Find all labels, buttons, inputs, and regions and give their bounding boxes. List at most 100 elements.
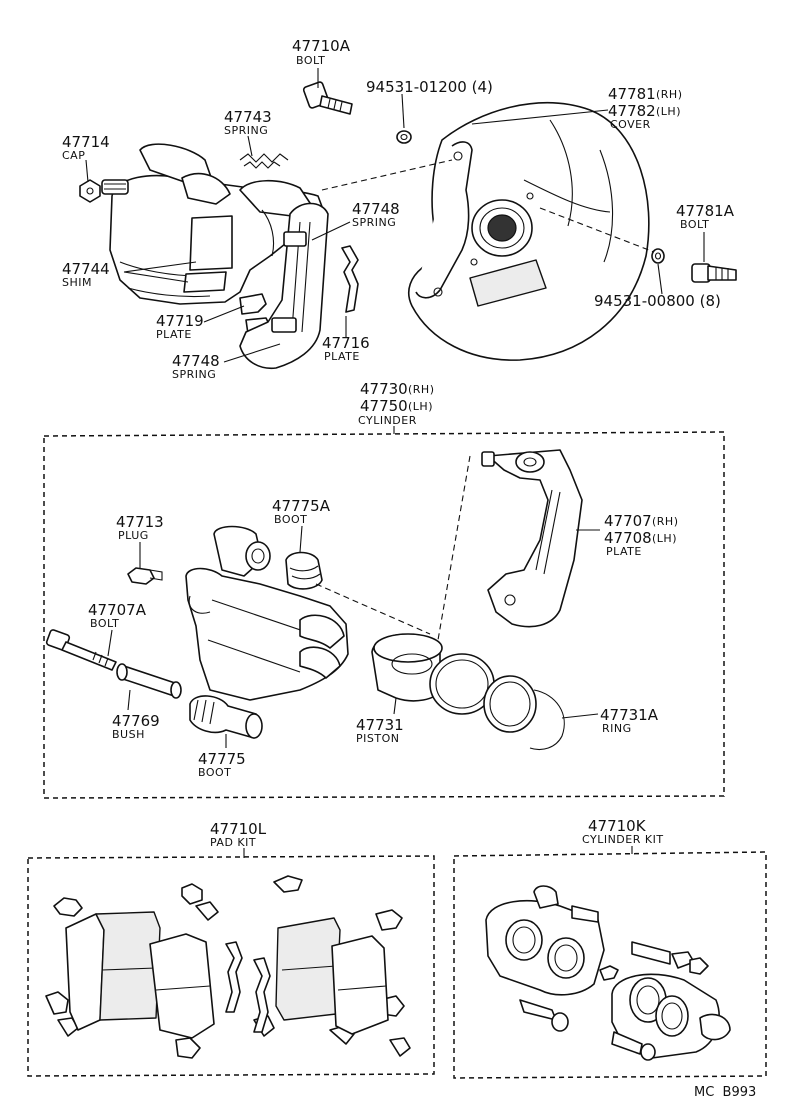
label-47775A: 47775A BOOT xyxy=(272,497,331,526)
label-47781A: 47781A BOLT xyxy=(676,202,735,231)
label-47731: 47731 PISTON xyxy=(356,716,404,745)
dust-cover-47781-drawing xyxy=(407,102,650,361)
bolt-47710A-drawing xyxy=(302,81,353,115)
part-number-rh: 47781 xyxy=(608,85,656,103)
plate-47707-drawing xyxy=(481,449,583,628)
part-number: 47748 xyxy=(352,200,400,218)
part-name: PLUG xyxy=(118,529,149,542)
part-number-rh: 47730 xyxy=(360,380,408,398)
washer-94531-00800-drawing xyxy=(651,248,665,264)
part-number: 47744 xyxy=(62,260,110,278)
part-name: PAD KIT xyxy=(210,836,256,849)
pad-kit-frame xyxy=(27,855,435,1077)
part-name: RING xyxy=(602,722,632,735)
part-name: CYLINDER xyxy=(358,414,417,427)
piston-47731-drawing xyxy=(371,633,443,702)
cylinder-body-drawing xyxy=(185,525,349,701)
part-name: PLATE xyxy=(156,328,192,341)
part-name: SHIM xyxy=(62,276,92,289)
assembly-line-cover-to-bolt xyxy=(539,207,655,253)
part-name: CYLINDER KIT xyxy=(582,833,664,846)
label-47710A: 47710A BOLT xyxy=(292,37,351,67)
part-number: 47707A xyxy=(88,601,147,619)
part-name: PLATE xyxy=(606,545,642,558)
label-47748-top: 47748 SPRING xyxy=(352,200,400,229)
washer-94531-01200-drawing xyxy=(396,130,412,144)
part-name: SPRING xyxy=(352,216,396,229)
ring-47731A-drawing xyxy=(429,653,565,751)
part-number: 94531-00800 (8) xyxy=(594,292,721,310)
part-number: 47775A xyxy=(272,497,331,515)
part-name: BOLT xyxy=(680,218,709,231)
label-94531-01200: 94531-01200 (4) xyxy=(366,78,493,96)
cylinder-kit-frame xyxy=(453,851,767,1079)
bush-47769-drawing xyxy=(116,663,182,699)
part-number: 47713 xyxy=(116,513,164,531)
plug-47713-drawing xyxy=(127,567,163,585)
assembly-line-boot-to-piston xyxy=(315,583,431,635)
label-47743: 47743 SPRING xyxy=(224,108,272,137)
cylinder-assembly-frame xyxy=(43,431,725,799)
part-number: 47731A xyxy=(600,706,659,724)
part-number-lh: 47782 xyxy=(608,102,656,120)
label-47710K: 47710K CYLINDER KIT xyxy=(582,817,664,846)
part-number: 47710A xyxy=(292,37,351,55)
part-name: COVER xyxy=(610,118,651,131)
side-lh: (LH) xyxy=(408,400,433,413)
part-number: 47748 xyxy=(172,352,220,370)
label-47744: 47744 SHIM xyxy=(62,260,110,289)
side-lh: (LH) xyxy=(652,532,677,545)
label-47716: 47716 PLATE xyxy=(322,334,370,363)
part-number: 47769 xyxy=(112,712,160,730)
part-name: BOLT xyxy=(296,54,325,67)
part-name: BOLT xyxy=(90,617,119,630)
part-number: 47716 xyxy=(322,334,370,352)
boot-47775-drawing xyxy=(189,695,263,739)
side-rh: (RH) xyxy=(652,515,679,528)
part-name: SPRING xyxy=(172,368,216,381)
side-rh: (RH) xyxy=(656,88,683,101)
boot-47775A-drawing xyxy=(285,551,323,590)
part-name: PLATE xyxy=(324,350,360,363)
plate-47716-drawing xyxy=(341,245,359,313)
label-47731A: 47731A RING xyxy=(600,706,659,735)
part-number-lh: 47750 xyxy=(360,397,408,415)
part-number: 47775 xyxy=(198,750,246,768)
figure-code: MC B993 xyxy=(694,1085,756,1100)
part-number: 47710K xyxy=(588,817,647,835)
label-47710L: 47710L PAD KIT xyxy=(210,820,267,849)
part-name: CAP xyxy=(62,149,85,162)
part-number: 47781A xyxy=(676,202,735,220)
label-47781-47782: 47781 (RH) 47782 (LH) COVER xyxy=(608,85,683,131)
shim-47744-drawing xyxy=(183,215,233,293)
label-47730-47750: 47730 (RH) 47750 (LH) CYLINDER xyxy=(358,380,435,427)
part-name: PISTON xyxy=(356,732,399,745)
label-47714: 47714 CAP xyxy=(62,133,110,162)
part-number-rh: 47707 xyxy=(604,512,652,530)
spring-47743-drawing xyxy=(239,153,289,169)
part-number-lh: 47708 xyxy=(604,529,652,547)
leader-lines xyxy=(85,68,705,858)
outer-pad-plate-drawing xyxy=(239,202,329,370)
label-47748-bottom: 47748 SPRING xyxy=(172,352,220,381)
cylinder-kit-parts-drawing xyxy=(485,885,731,1061)
side-rh: (RH) xyxy=(408,383,435,396)
part-number: 47719 xyxy=(156,312,204,330)
label-47769: 47769 BUSH xyxy=(112,712,160,741)
part-name: BUSH xyxy=(112,728,145,741)
assembly-line-cover-to-caliper xyxy=(321,159,453,191)
side-lh: (LH) xyxy=(656,105,681,118)
bolt-47781A-drawing xyxy=(691,263,737,283)
bolt-47707A-drawing xyxy=(45,629,117,671)
pad-kit-parts-drawing xyxy=(45,875,411,1059)
label-94531-00800: 94531-00800 (8) xyxy=(594,292,721,310)
part-number: 47743 xyxy=(224,108,272,126)
label-47707A: 47707A BOLT xyxy=(88,601,147,630)
part-name: BOOT xyxy=(198,766,231,779)
part-number: 47714 xyxy=(62,133,110,151)
part-number: 47731 xyxy=(356,716,404,734)
part-name: BOOT xyxy=(274,513,307,526)
label-47713: 47713 PLUG xyxy=(116,513,164,542)
part-name: SPRING xyxy=(224,124,268,137)
